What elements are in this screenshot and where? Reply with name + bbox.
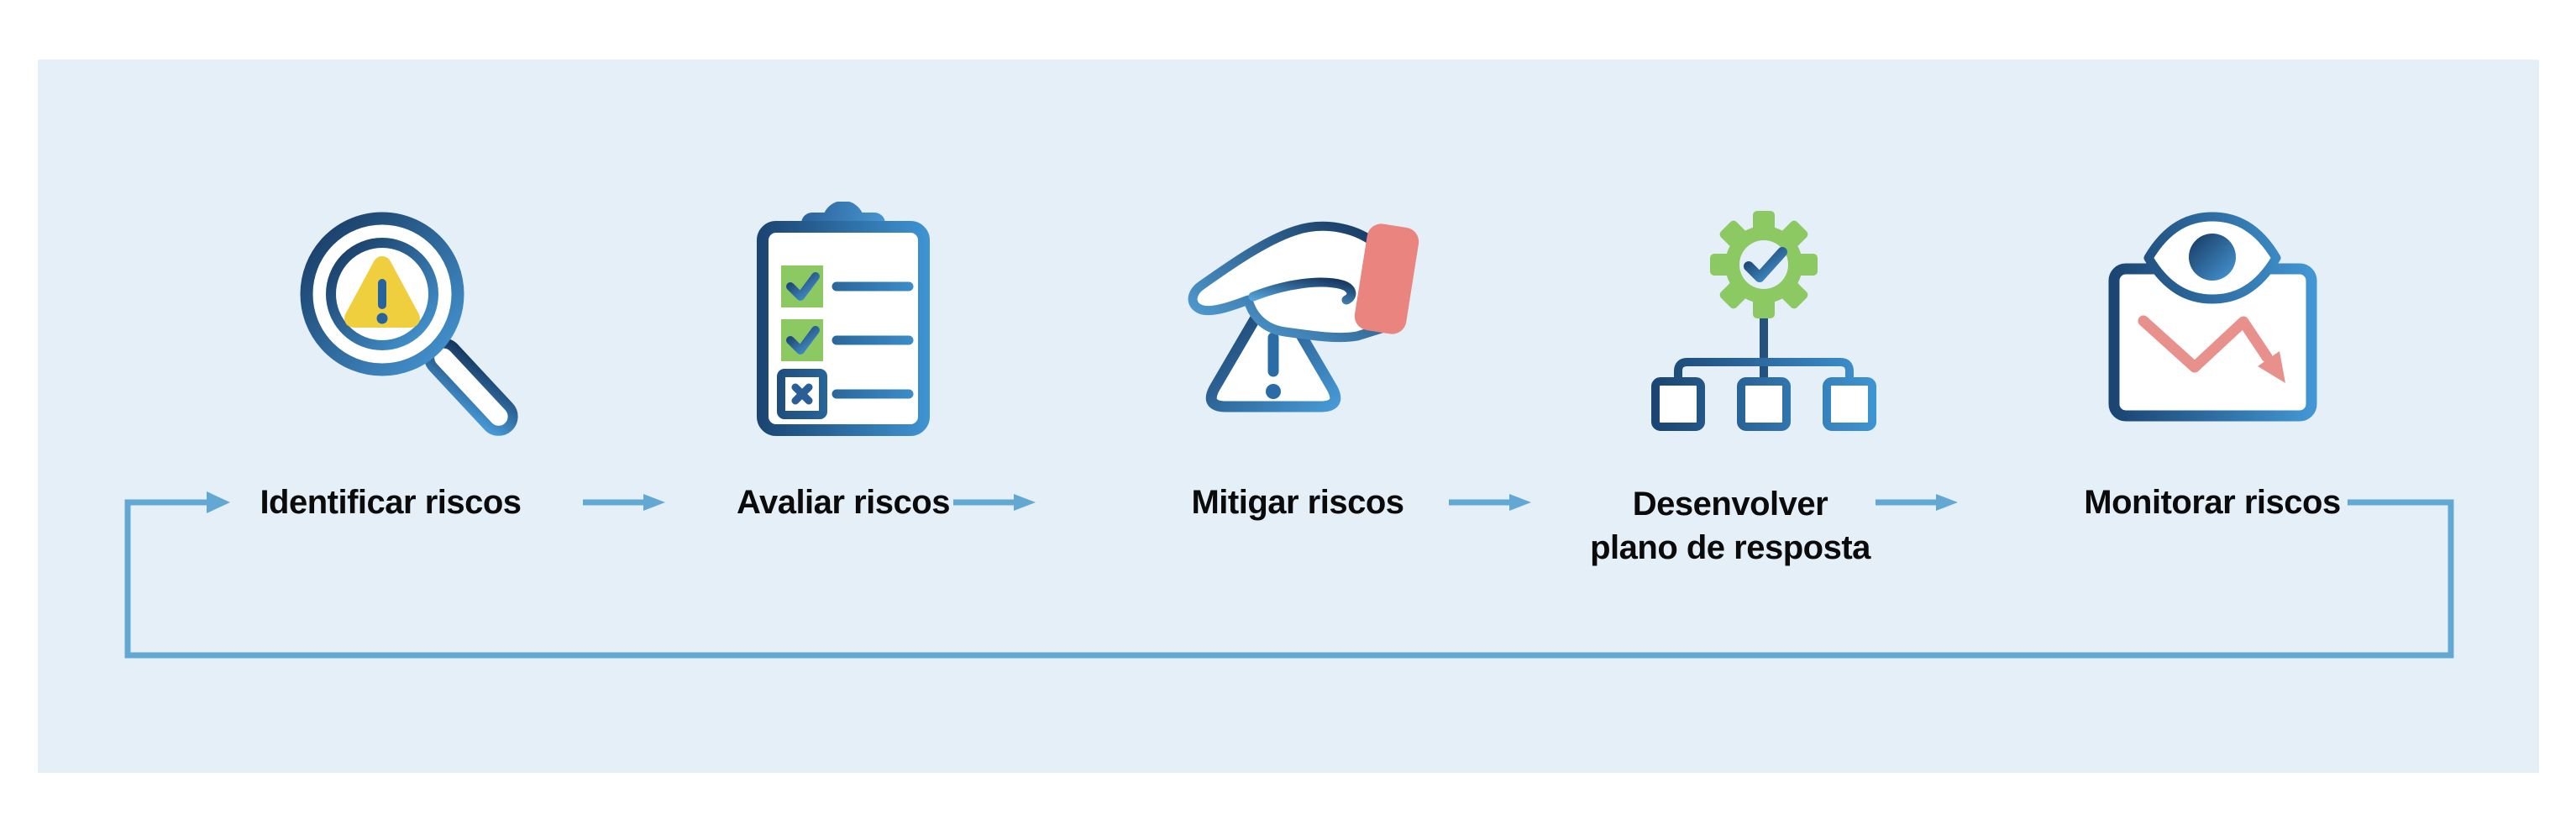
step-4-label: Desenvolver plano de resposta [1537, 482, 1923, 570]
arrow-step1-to-step2 [583, 494, 665, 511]
step-5-icon [2078, 202, 2347, 454]
step-4-label-line1: Desenvolver [1632, 486, 1828, 523]
step-1-icon [239, 202, 525, 454]
arrow-step4-to-step5 [1876, 494, 1958, 511]
step-2-icon [709, 202, 978, 454]
eye-chart-monitor-icon [2108, 212, 2317, 422]
step-2-label: Avaliar riscos [737, 484, 950, 521]
step-3-label: Mitigar riscos [1191, 484, 1404, 521]
arrow-step2-to-step3 [953, 494, 1036, 511]
step-4-icon [1625, 202, 1894, 454]
step-4-label-line2: plano de resposta [1590, 529, 1870, 566]
step-3-icon [1159, 202, 1428, 454]
arrow-step3-to-step4 [1449, 494, 1531, 511]
chart-arrowhead-icon [2258, 351, 2285, 383]
gear-hierarchy-icon [1651, 211, 1876, 431]
step-5-label: Monitorar riscos [2084, 484, 2341, 521]
feedback-loop-arrow [124, 491, 2454, 659]
clipboard-checklist-icon [757, 202, 930, 436]
magnifier-warning-icon [300, 212, 518, 436]
hand-over-warning-icon [1188, 221, 1419, 412]
diagram-panel: Identificar riscos Avaliar riscos Mitiga… [38, 60, 2539, 773]
step-1-label: Identificar riscos [260, 484, 522, 521]
loop-arrowhead-icon [207, 491, 230, 513]
